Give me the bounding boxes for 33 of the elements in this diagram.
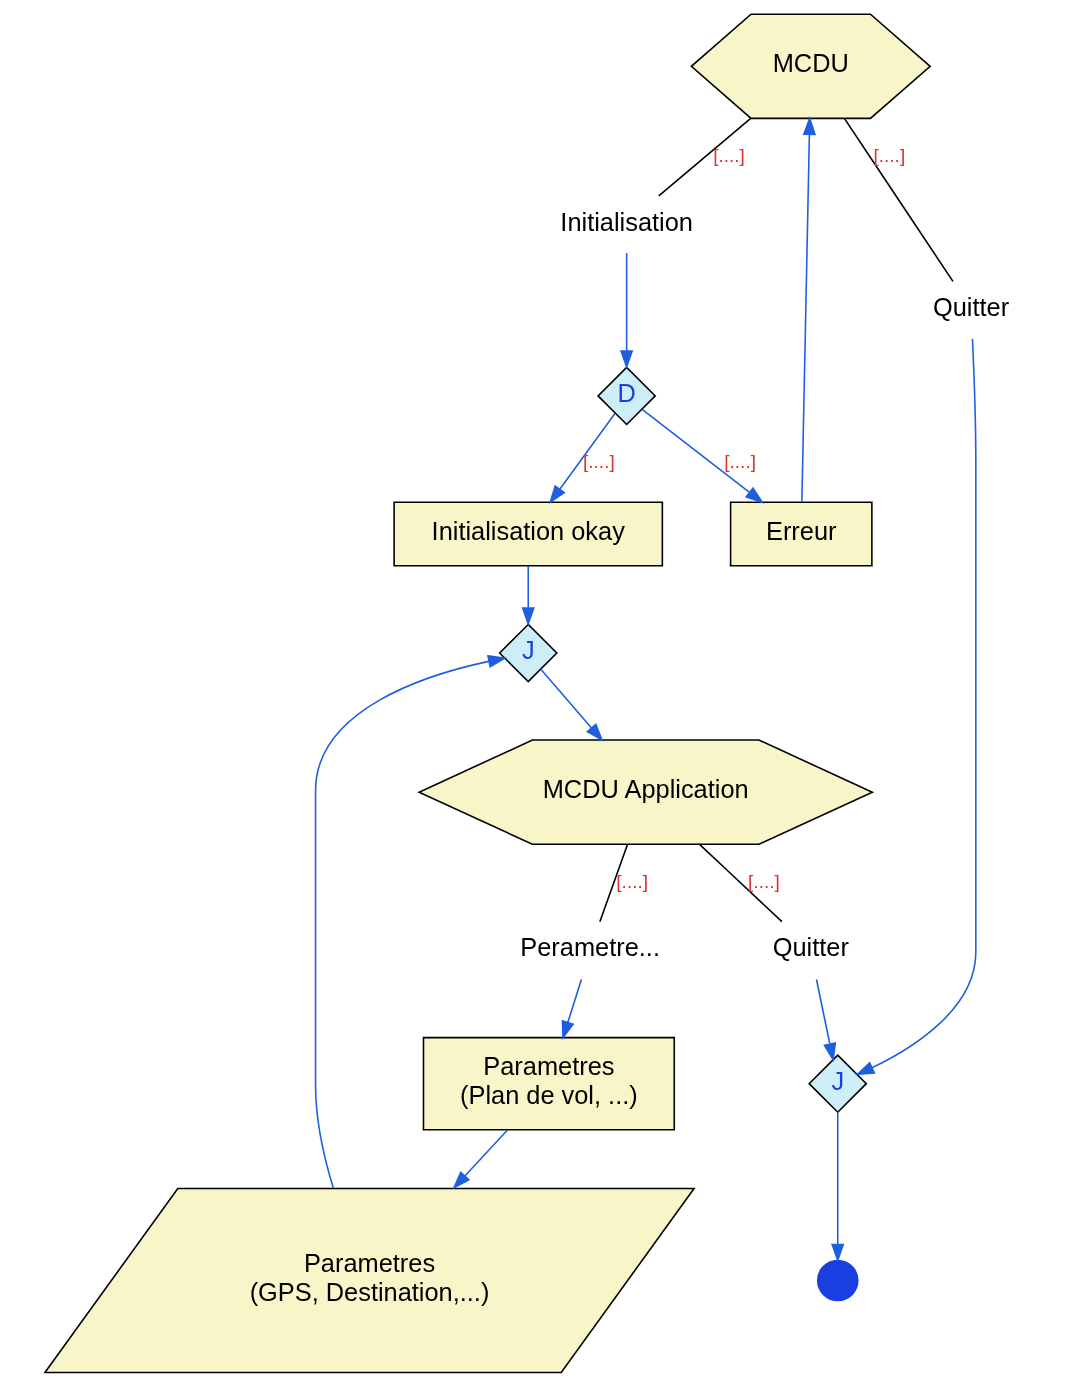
arrow [452,1129,509,1190]
edge-label: [....] [616,870,649,892]
node-text: Perametre... [520,933,660,962]
node-diamond: D [596,366,657,426]
arrow [801,116,817,503]
edge-label: [....] [873,144,906,166]
arrow [561,978,583,1040]
arrow [619,252,634,370]
connector [698,843,783,923]
node-box: Parametres (Plan de vol, ...) [422,1036,676,1131]
connector [843,117,954,283]
arrow [548,412,616,505]
node-cross [816,1259,859,1302]
node-text: Quitter [772,933,849,962]
arrow [521,565,535,627]
connector [599,843,629,923]
arrow [855,338,977,1076]
arrow [540,668,604,742]
edge-label: [....] [583,451,615,473]
node-box: Erreur [729,501,873,567]
node-diamond: J [498,623,558,683]
node-box: Initialisation okay [393,501,664,567]
arrow [641,408,765,504]
arrow [831,1111,845,1263]
connector [658,117,752,197]
node-text: Initialisation [560,207,693,236]
edge-label: [....] [748,870,780,892]
node-diamond: J [808,1053,868,1114]
edge-label: [....] [724,451,756,473]
arrow [314,654,508,1190]
node-text: Quitter [932,293,1010,322]
arrow [815,978,837,1063]
edge-label: [....] [713,144,745,166]
